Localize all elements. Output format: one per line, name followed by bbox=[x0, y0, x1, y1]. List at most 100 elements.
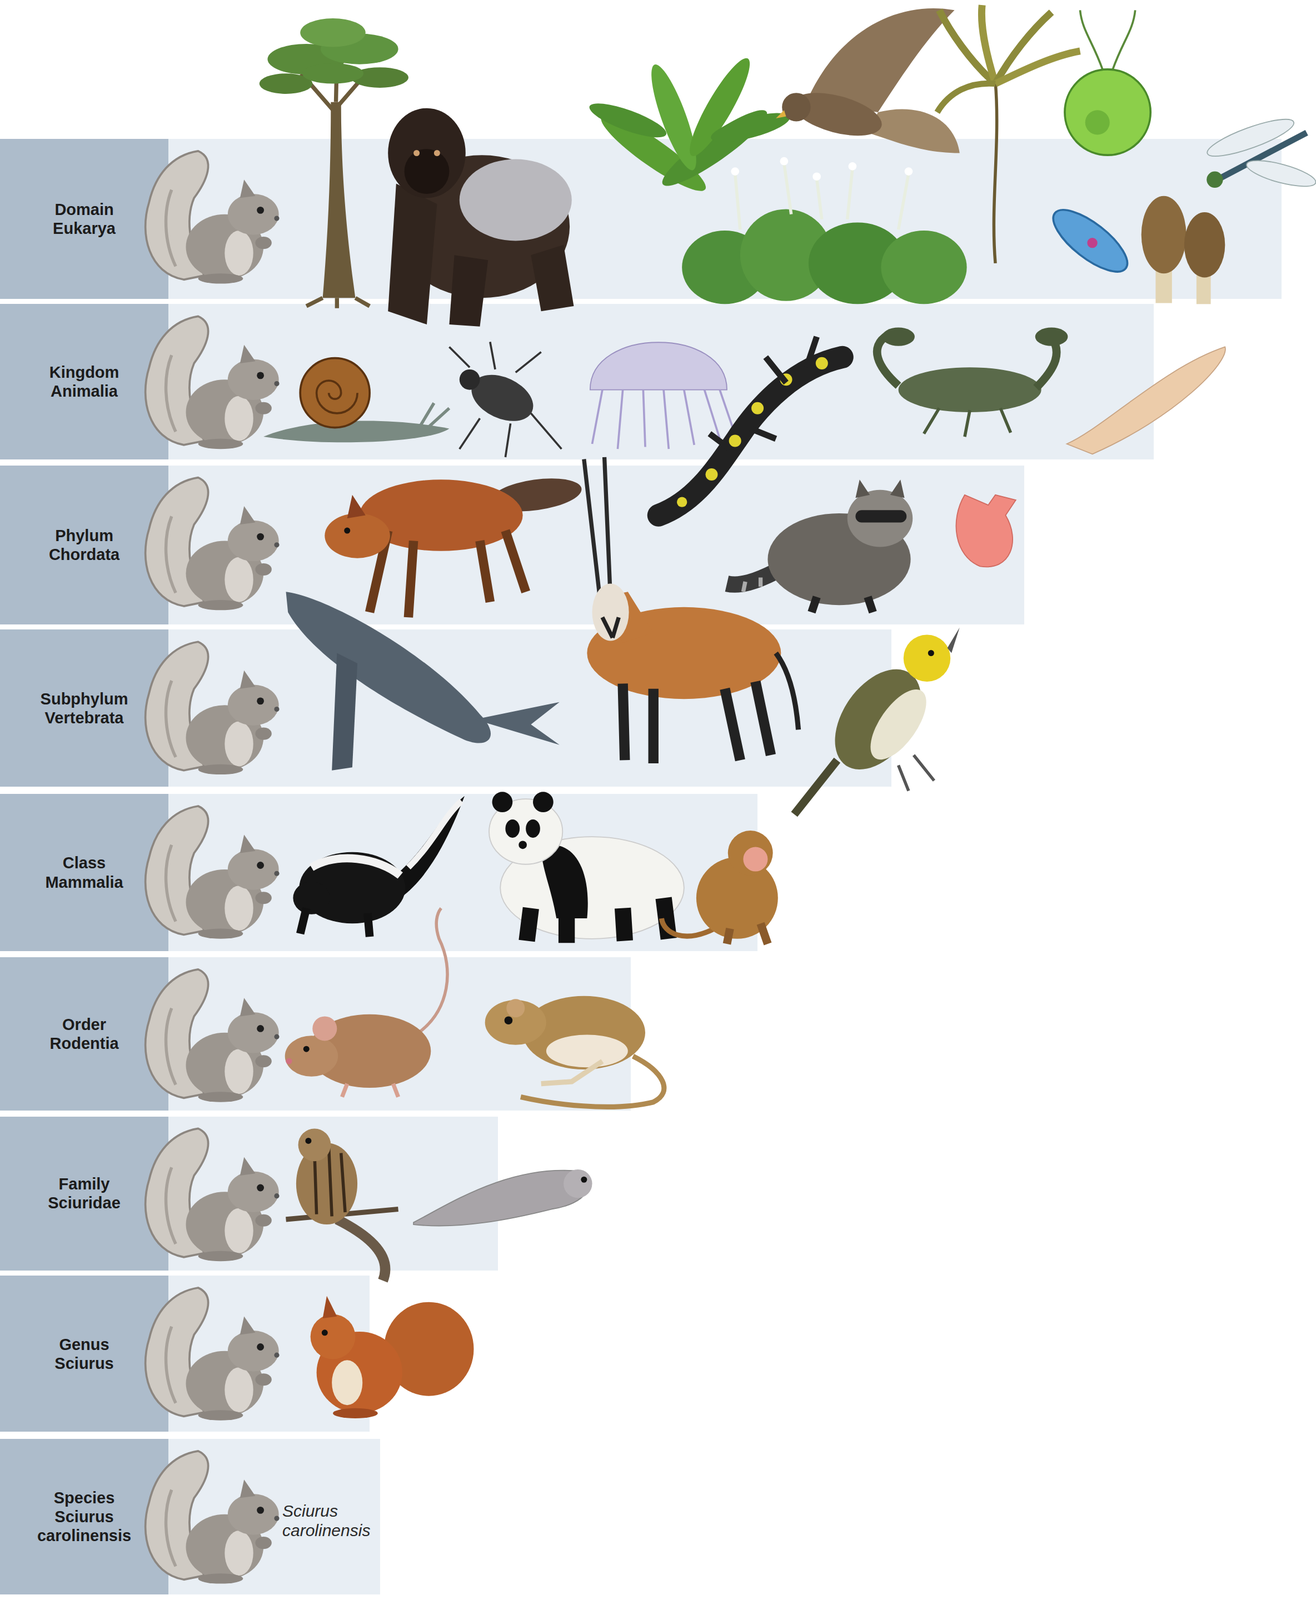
oryx bbox=[584, 457, 611, 603]
jellyfish bbox=[592, 390, 734, 450]
sea-squirt bbox=[955, 495, 1016, 568]
oryx bbox=[592, 584, 630, 642]
dragonfly bbox=[1203, 112, 1316, 192]
mouse bbox=[308, 1014, 431, 1089]
rank-label: Domain Eukarya bbox=[31, 200, 138, 238]
kangaroo-rat bbox=[546, 1034, 628, 1068]
taxon-band: Class Mammalia bbox=[0, 794, 758, 952]
kangaroo-rat bbox=[506, 999, 525, 1018]
oryx bbox=[775, 653, 799, 731]
fern bbox=[642, 60, 705, 175]
raccoon bbox=[855, 479, 905, 498]
panda bbox=[489, 799, 563, 865]
taxon-band: Species Sciurus carolinensisSciurus caro… bbox=[0, 1439, 381, 1595]
panda bbox=[492, 791, 513, 813]
mouse bbox=[286, 1058, 293, 1065]
red-squirrel bbox=[331, 1360, 363, 1406]
tree bbox=[301, 56, 370, 113]
gorilla bbox=[404, 148, 450, 194]
chipmunk bbox=[286, 1128, 399, 1281]
salamander bbox=[751, 402, 764, 415]
hawk bbox=[775, 110, 786, 119]
shrub bbox=[681, 230, 768, 304]
morel-mushrooms bbox=[1196, 265, 1211, 305]
monkey bbox=[728, 830, 774, 876]
red-squirrel bbox=[310, 1314, 356, 1360]
warbler bbox=[794, 760, 837, 815]
snail bbox=[263, 421, 450, 443]
salamander bbox=[705, 468, 718, 481]
monkey bbox=[696, 857, 779, 940]
salamander bbox=[779, 373, 792, 386]
tree bbox=[259, 18, 409, 309]
paramecium bbox=[1087, 237, 1098, 248]
kelp bbox=[936, 83, 996, 113]
flatworm bbox=[1067, 346, 1226, 455]
green-alga-cell bbox=[1085, 110, 1110, 135]
shrub bbox=[808, 222, 907, 304]
flying-squirrel bbox=[563, 1169, 592, 1199]
monkey bbox=[743, 846, 768, 872]
mouse bbox=[312, 1016, 337, 1041]
oryx bbox=[584, 457, 799, 764]
shrub bbox=[681, 157, 967, 304]
monkey bbox=[661, 918, 715, 937]
squirrel-icons bbox=[145, 151, 280, 1585]
squirrel-icons bbox=[145, 806, 280, 940]
crayfish bbox=[876, 334, 1057, 388]
kangaroo-rat bbox=[541, 1061, 603, 1084]
warbler bbox=[928, 650, 935, 657]
kelp bbox=[993, 81, 997, 264]
rank-label: Subphylum Vertebrata bbox=[31, 689, 138, 728]
raccoon bbox=[811, 596, 873, 613]
taxon-band: Family Sciuridae bbox=[0, 1117, 498, 1271]
fox bbox=[344, 527, 351, 535]
rank-label: Genus Sciurus bbox=[31, 1335, 138, 1374]
flatworm bbox=[1067, 346, 1226, 455]
paramecium bbox=[1044, 199, 1137, 283]
salamander bbox=[729, 434, 742, 447]
hawk bbox=[806, 8, 955, 113]
crayfish bbox=[898, 367, 1042, 413]
kelp bbox=[995, 12, 1052, 84]
crayfish bbox=[876, 327, 1068, 438]
tree bbox=[322, 102, 356, 299]
fox bbox=[324, 473, 584, 618]
mouse bbox=[342, 1084, 399, 1098]
panda bbox=[489, 791, 685, 944]
kelp bbox=[981, 5, 996, 84]
fox bbox=[369, 530, 526, 618]
snail bbox=[418, 403, 450, 430]
taxon-band: Genus Sciurus bbox=[0, 1275, 370, 1433]
raccoon bbox=[743, 577, 761, 593]
hawk bbox=[867, 108, 960, 153]
salamander bbox=[676, 496, 687, 507]
dragonfly bbox=[1209, 132, 1307, 184]
warbler bbox=[859, 680, 937, 769]
shrub bbox=[735, 163, 909, 230]
taxon-band: Domain Eukarya bbox=[0, 138, 1282, 299]
red-squirrel bbox=[332, 1408, 378, 1419]
taxon-band: Kingdom Animalia bbox=[0, 303, 1154, 460]
kelp bbox=[995, 51, 1080, 84]
raccoon bbox=[726, 571, 776, 586]
panda bbox=[532, 791, 554, 813]
chipmunk bbox=[286, 1209, 399, 1220]
snail bbox=[263, 358, 450, 443]
hawk bbox=[781, 92, 811, 122]
mouse bbox=[418, 908, 448, 1034]
salamander bbox=[658, 357, 843, 516]
gorilla bbox=[449, 255, 488, 327]
gorilla bbox=[387, 183, 437, 325]
warbler bbox=[794, 627, 960, 815]
shrub bbox=[904, 167, 914, 176]
beetle bbox=[459, 369, 481, 391]
monkey bbox=[726, 923, 768, 945]
rank-label: Species Sciurus carolinensis bbox=[31, 1488, 138, 1547]
rank-label: Phylum Chordata bbox=[31, 526, 138, 565]
squirrel-icons bbox=[145, 969, 280, 1103]
raccoon bbox=[767, 513, 911, 606]
whale bbox=[474, 702, 560, 746]
hawk bbox=[788, 84, 887, 144]
kangaroo-rat bbox=[522, 996, 646, 1070]
